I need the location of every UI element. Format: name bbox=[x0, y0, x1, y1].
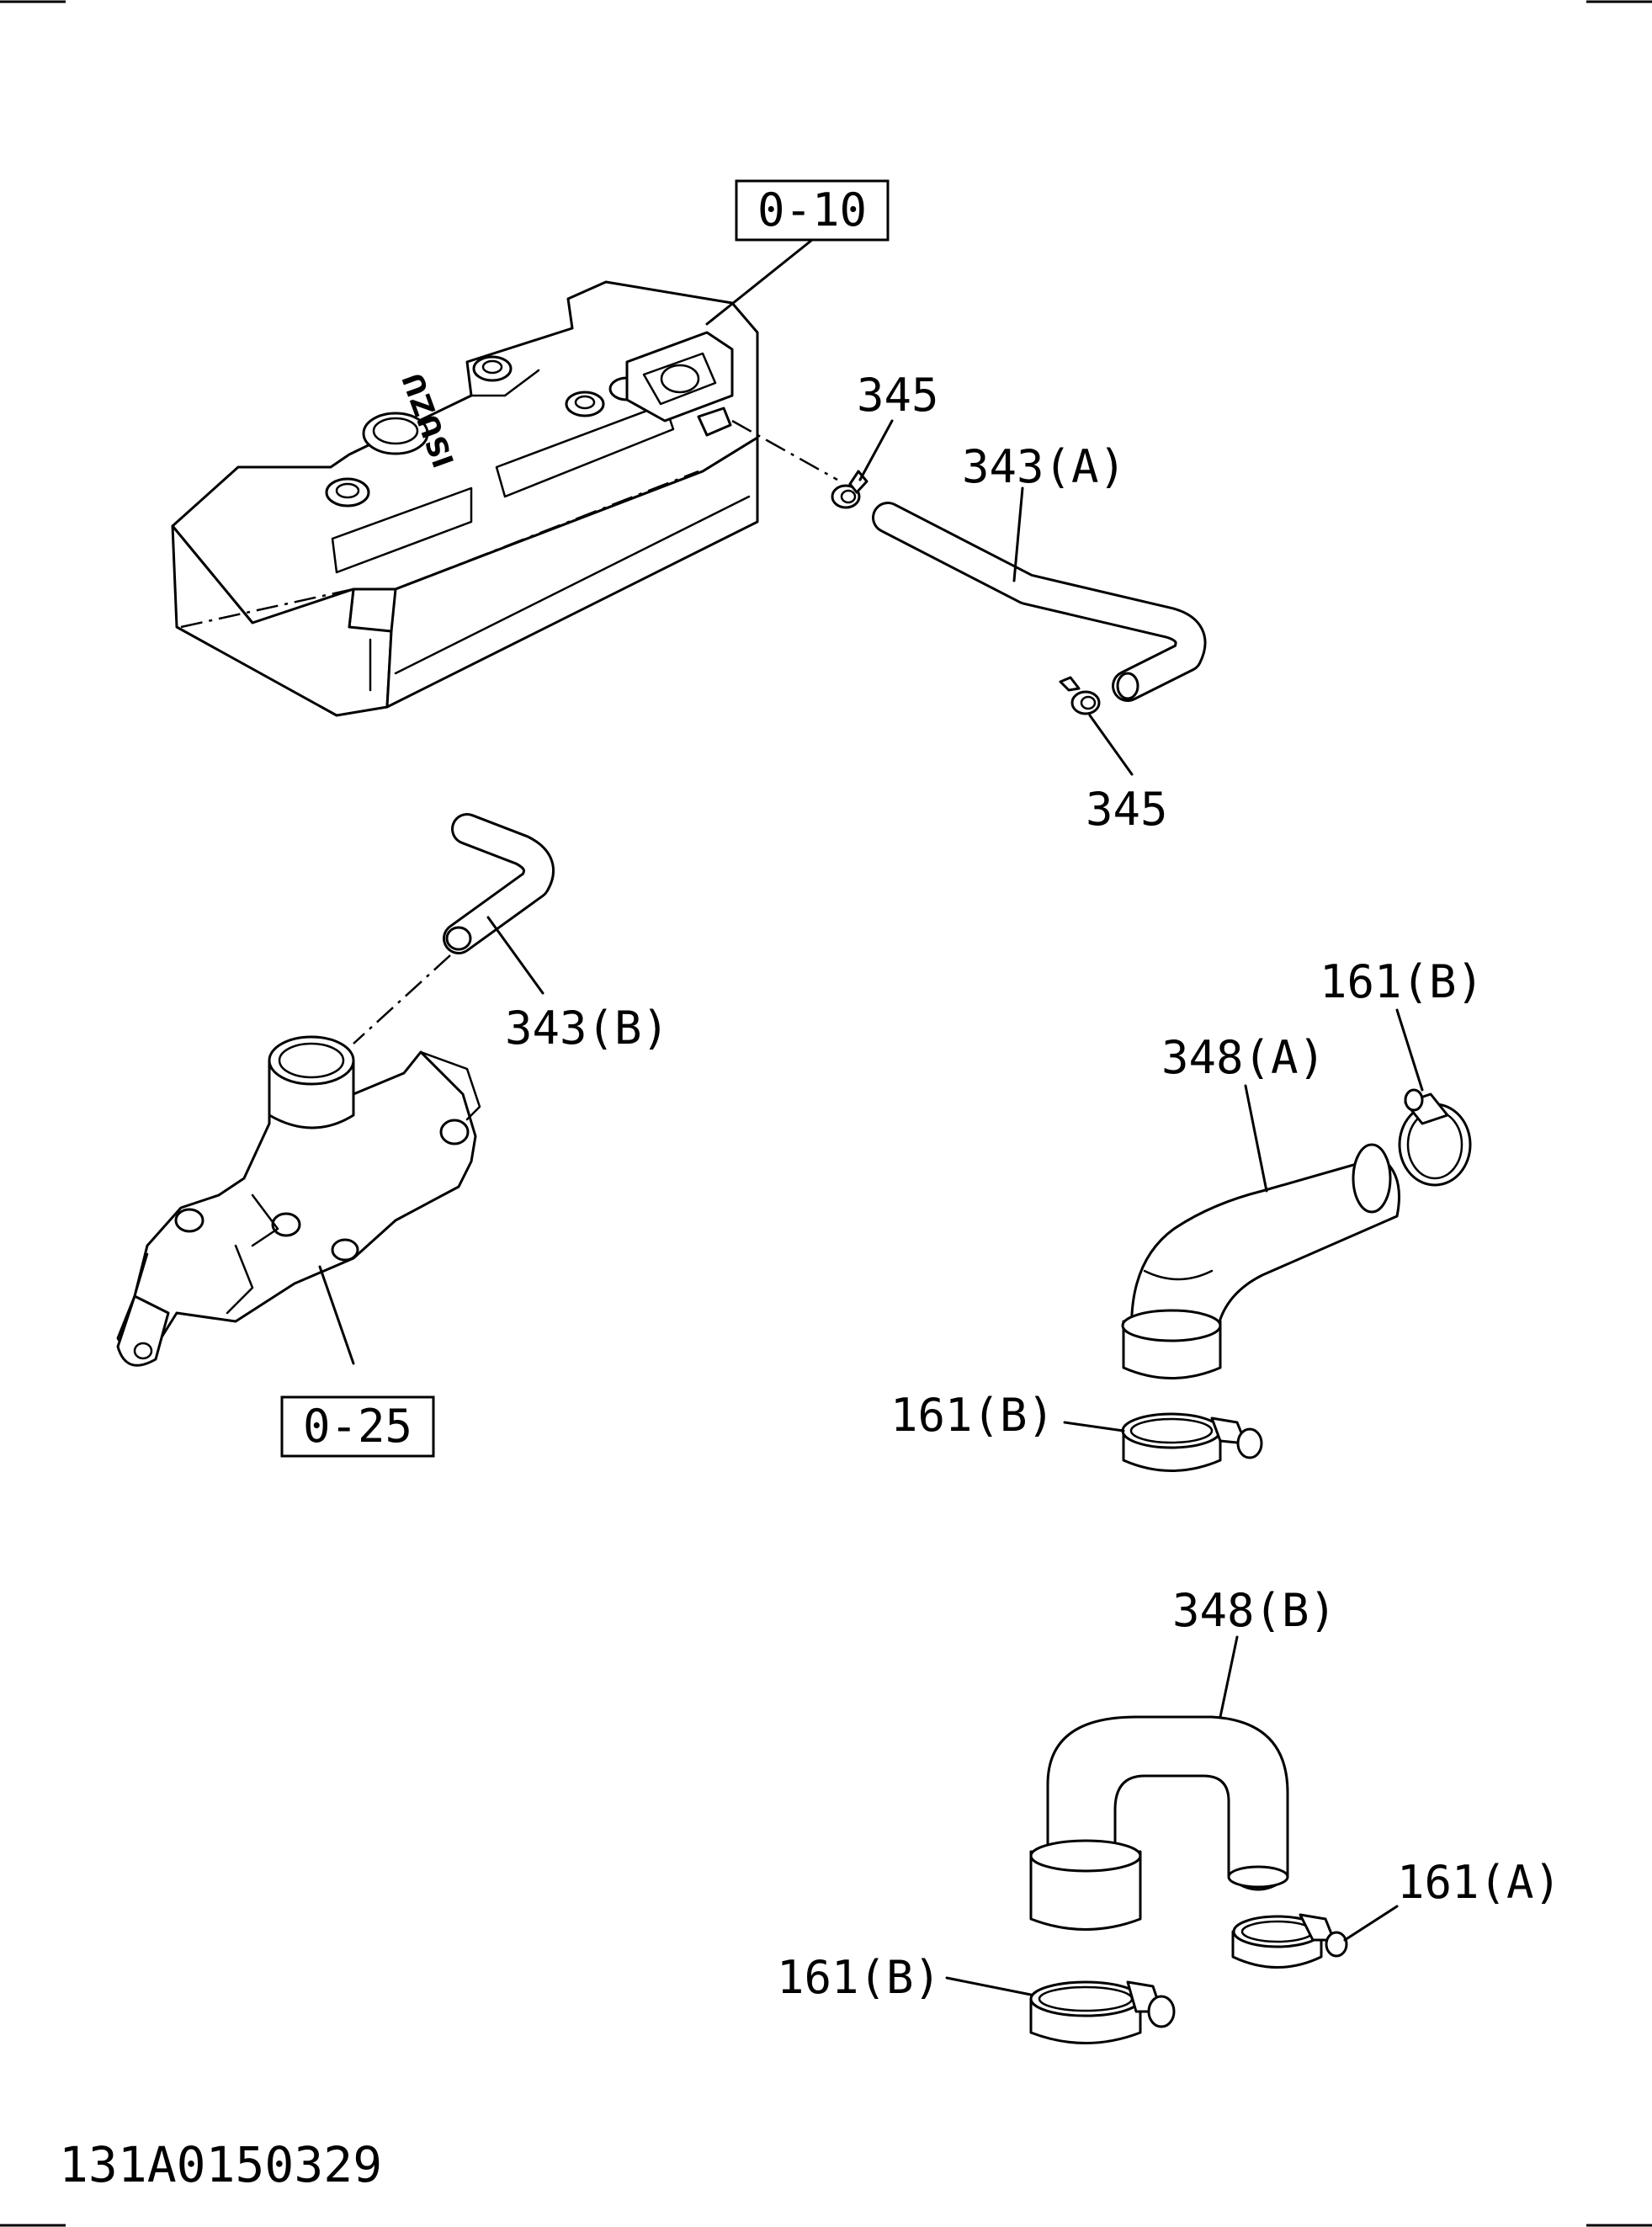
centerline-breather bbox=[731, 419, 838, 481]
clamp-161b-mid[interactable] bbox=[1121, 1412, 1263, 1472]
label-345-bottom[interactable]: 345 bbox=[1086, 783, 1168, 836]
label-345-top[interactable]: 345 bbox=[857, 369, 939, 422]
label-161b-mid[interactable]: 161(B) bbox=[890, 1389, 1054, 1442]
leader-lines bbox=[318, 238, 1424, 1996]
centerline-thermostat bbox=[353, 954, 451, 1044]
hose-348b[interactable] bbox=[1029, 1715, 1289, 1931]
clamp-161a[interactable] bbox=[1231, 1913, 1348, 1969]
hose-343b[interactable] bbox=[443, 813, 555, 954]
clamp-345-top[interactable] bbox=[831, 470, 868, 509]
label-343a[interactable]: 343(A) bbox=[962, 440, 1126, 493]
label-161b-lower[interactable]: 161(B) bbox=[777, 1951, 941, 2004]
label-0-25: 0-25 bbox=[303, 1400, 412, 1453]
clamp-161b-lower[interactable] bbox=[1029, 1980, 1176, 2044]
clamp-161b-upper[interactable] bbox=[1398, 1088, 1472, 1187]
label-161a[interactable]: 161(A) bbox=[1397, 1856, 1561, 1909]
thermostat-housing[interactable] bbox=[116, 1035, 481, 1367]
clamp-345-bottom[interactable] bbox=[1059, 676, 1101, 715]
diagram-id: 131A0150329 bbox=[59, 2136, 382, 2193]
label-161b-upper[interactable]: 161(B) bbox=[1320, 955, 1484, 1008]
label-348b[interactable]: 348(B) bbox=[1172, 1584, 1336, 1637]
hose-343a[interactable] bbox=[872, 502, 1207, 702]
reference-box-0-25[interactable]: 0-25 bbox=[280, 1395, 435, 1458]
label-0-10: 0-10 bbox=[757, 183, 867, 237]
label-348a[interactable]: 348(A) bbox=[1161, 1031, 1325, 1084]
hose-348a[interactable] bbox=[1121, 1143, 1400, 1379]
valve-cover[interactable]: ISUZU bbox=[171, 280, 759, 717]
label-343b[interactable]: 343(B) bbox=[505, 1002, 669, 1055]
reference-box-0-10[interactable]: 0-10 bbox=[735, 179, 890, 242]
